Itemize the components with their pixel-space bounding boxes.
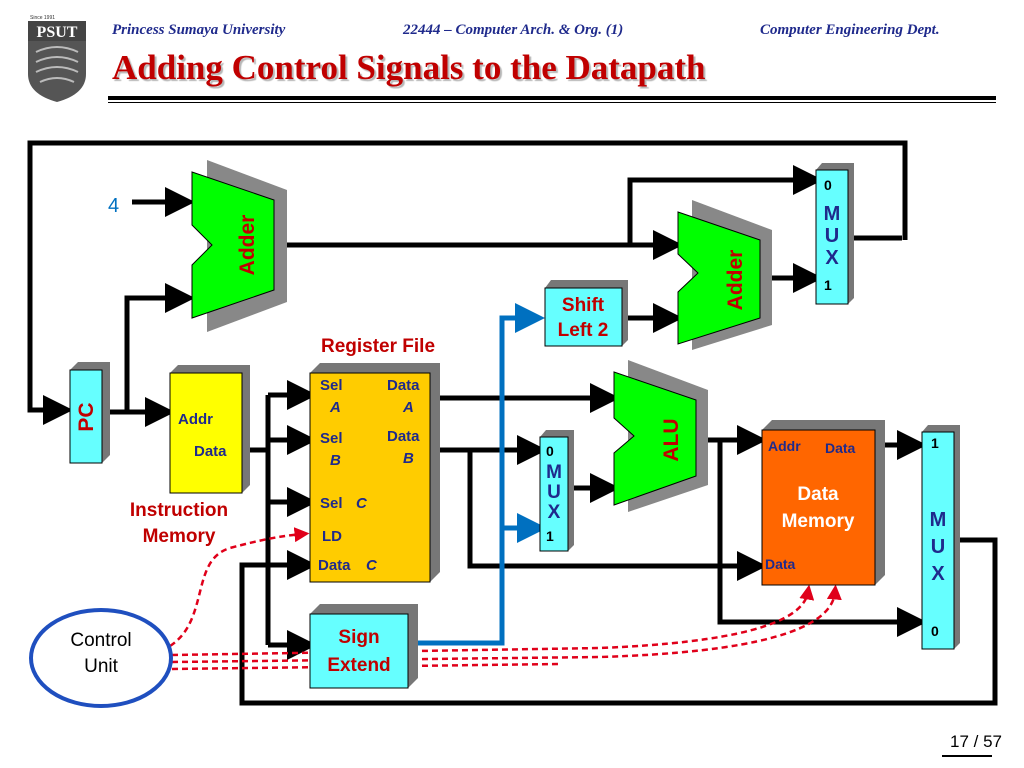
rf-sel-c-letter: C (356, 495, 368, 512)
page-number: 17 / 57 (950, 732, 1002, 751)
pc-label: PC (75, 402, 98, 431)
rf-sel-a-letter: A (329, 399, 341, 416)
mux-top-in1: 1 (824, 277, 832, 293)
mux-top-u: U (825, 225, 839, 247)
adder-top-label: Adder (236, 215, 259, 276)
rf-data-b-letter: B (403, 450, 414, 467)
mux-right: 1 M U X 0 (921, 425, 960, 650)
mux-right-x: X (931, 563, 945, 585)
sign-extend-line2: Extend (327, 655, 390, 676)
sign-extend: Sign Extend (309, 604, 418, 689)
wire-pc-to-adder (124, 283, 195, 412)
imem-addr-label: Addr (178, 411, 213, 428)
mux-right-u: U (931, 536, 945, 558)
pc-register: PC (69, 362, 110, 464)
adder-top: Adder (191, 160, 287, 332)
alu-label: ALU (660, 418, 683, 461)
data-wires (27, 140, 998, 706)
mux-top-x: X (825, 247, 839, 269)
dmem-data-in: Data (765, 556, 796, 572)
ctrl-dmem-read (171, 584, 815, 657)
imem-title-line1: Instruction (130, 500, 228, 521)
mux-mid-m: M (546, 462, 562, 483)
adder-right: Adder (677, 200, 772, 350)
header-university: Princess Sumaya University (112, 22, 286, 38)
title-rule-thin (108, 102, 996, 103)
mux-mid-u: U (547, 482, 561, 503)
mux-mid-in0: 0 (546, 443, 554, 459)
wire-writeback (239, 537, 998, 706)
wire-signext-to-shift (418, 303, 545, 646)
dmem-title-line2: Memory (782, 511, 855, 532)
mux-mid: 0 M U X 1 (539, 430, 574, 552)
alu: ALU (613, 360, 708, 512)
wire-pc-feedback (27, 140, 908, 425)
wire-adder-to-mux0 (627, 165, 823, 245)
logo-abbr-text: PSUT (37, 24, 78, 41)
title-rule-thick (108, 96, 996, 100)
adder-right-label: Adder (724, 250, 747, 311)
register-file-title: Register File (321, 336, 435, 357)
rf-sel-b: Sel (320, 430, 343, 447)
psut-logo: Since 1991 PSUT (28, 15, 86, 102)
dmem-data-out: Data (825, 440, 856, 456)
sign-extend-line1: Sign (338, 627, 379, 648)
logo-since-text: Since 1991 (30, 15, 55, 21)
slide-title: Adding Control Signals to the Datapath (112, 48, 706, 87)
rf-data-a-letter: A (402, 399, 414, 416)
control-unit: Control Unit (29, 608, 173, 708)
header-course: 22444 – Computer Arch. & Org. (1) (403, 22, 624, 38)
control-unit-line1: Control (70, 630, 131, 651)
mux-top-m: M (824, 203, 841, 225)
dmem-title-line1: Data (797, 484, 839, 505)
wire-datab-to-dmem (440, 447, 767, 581)
constant-four: 4 (108, 195, 119, 217)
ctrl-dmem-write (171, 584, 842, 664)
rf-data-a: Data (387, 377, 420, 394)
shift-label-line2: Left 2 (558, 320, 609, 341)
mux-mid-x: X (548, 502, 561, 523)
imem-title-line2: Memory (143, 526, 216, 547)
control-unit-line2: Unit (84, 656, 119, 677)
shift-label-line1: Shift (562, 295, 605, 316)
page-number-underline (942, 755, 992, 757)
mux-top-in0: 0 (824, 177, 832, 193)
shift-left-2: Shift Left 2 (544, 280, 628, 347)
wire-alu-to-rmux (717, 440, 927, 637)
mux-right-in1: 1 (931, 435, 939, 451)
rf-sel-a: Sel (320, 377, 343, 394)
mux-top: 0 M U X 1 (815, 163, 854, 305)
rf-ld: LD (322, 528, 342, 545)
register-file: Sel A Sel B Sel C LD Data C Data A Data … (309, 363, 440, 583)
header-department: Computer Engineering Dept. (760, 22, 940, 38)
rf-sel-b-letter: B (330, 452, 341, 469)
instruction-memory: Addr Data (169, 365, 250, 494)
rf-data-b: Data (387, 428, 420, 445)
rf-data-c-letter: C (366, 557, 378, 574)
ctrl-ld (169, 527, 310, 648)
rf-data-c: Data (318, 557, 351, 574)
mux-right-m: M (930, 509, 947, 531)
data-memory: Addr Data Data Memory Data (761, 420, 885, 586)
dmem-addr: Addr (768, 438, 801, 454)
immediate-wires (418, 303, 547, 646)
imem-data-label: Data (194, 443, 227, 460)
mux-right-in0: 0 (931, 623, 939, 639)
mux-mid-in1: 1 (546, 528, 554, 544)
rf-sel-c: Sel (320, 495, 343, 512)
